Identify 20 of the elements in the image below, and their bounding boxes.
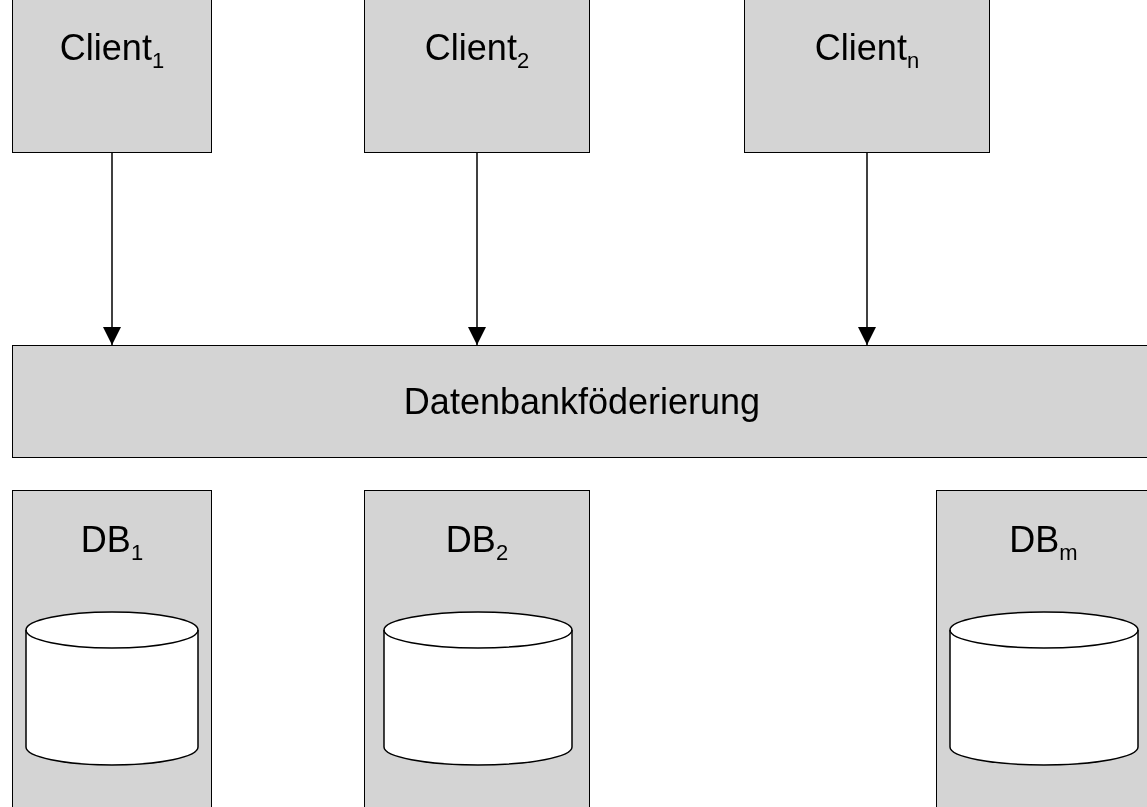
node-label: Client$_{1}$ [58,27,166,75]
node-label: DB$_{m}$ [1008,519,1079,567]
arrow [468,152,486,346]
node-label: DB$_{1}$ [79,519,145,567]
arrow [858,152,876,346]
database-box [936,490,1147,807]
client-box [744,0,990,153]
database-cylinder [25,611,199,766]
database-cylinder [383,611,573,766]
client-box [12,0,212,153]
arrow [103,152,121,346]
federation-band [12,345,1147,458]
node-label: DB$_{2}$ [444,519,510,567]
database-box [12,490,212,807]
node-label: Client$_{2}$ [423,27,531,75]
database-cylinder [949,611,1139,766]
client-box [364,0,590,153]
node-label: Client$_{n}$ [813,27,921,75]
database-box [364,490,590,807]
node-label: Datenbankföderierung [402,381,762,423]
